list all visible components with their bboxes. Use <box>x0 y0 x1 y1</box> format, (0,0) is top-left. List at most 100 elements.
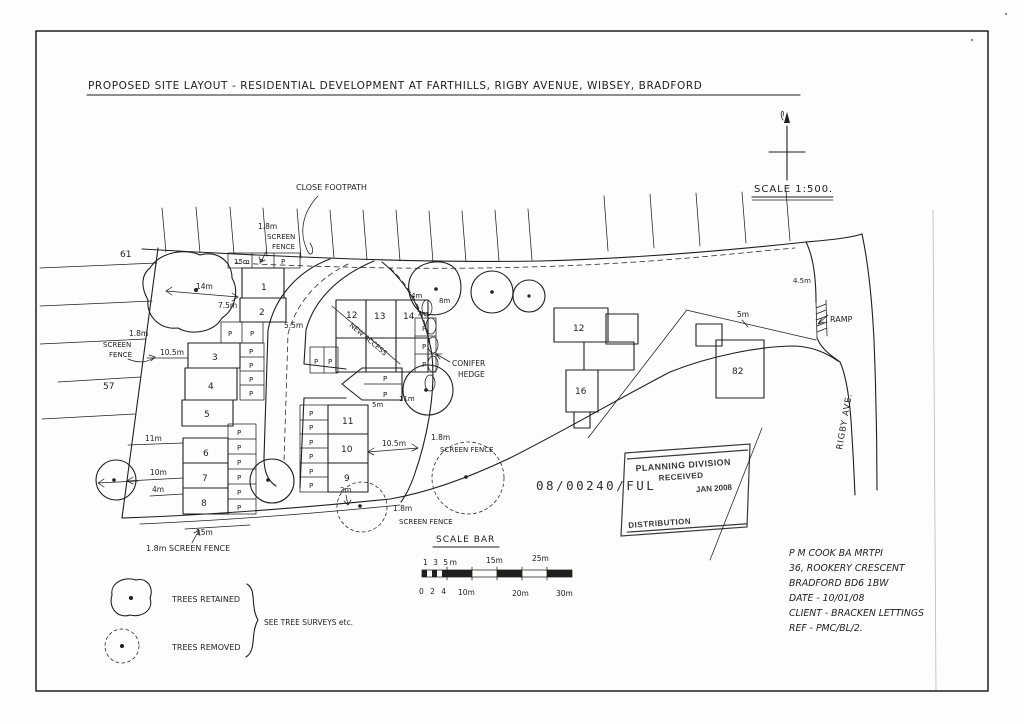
plot-11: 11 <box>342 417 353 427</box>
fence-screen-fence-label: SCREEN FENCE <box>399 518 453 526</box>
plot-9: 9 <box>344 474 350 484</box>
conifer-hedge-label: CONIFER HEDGE <box>435 353 485 379</box>
fence-height-label: 1.8m <box>129 329 148 338</box>
dim-15m: 15m <box>234 258 250 266</box>
fence-fence-label: FENCE <box>109 351 132 359</box>
parking-space-label: P <box>237 459 241 467</box>
dim-5m: 5m <box>372 401 383 409</box>
note-line-3: BRADFORD BD6 1BW <box>789 578 889 589</box>
parking-space-label: P <box>249 376 253 384</box>
top-road: CLOSE FOOTPATH <box>141 183 863 269</box>
fence-height-label: 1.8m <box>258 222 277 231</box>
parking-space-label: P <box>383 375 387 383</box>
scale-bar-bottom-1: 0 2 4 <box>419 587 448 596</box>
dim-10m: 10m <box>150 468 167 477</box>
parking-space-label: P <box>309 482 313 490</box>
dim-4-5m: 4.5m <box>793 277 811 285</box>
parking-space-label: P <box>249 390 253 398</box>
legend-trees-retained: TREES RETAINED <box>171 595 240 604</box>
dim-5-5m: 5.5m <box>284 321 303 330</box>
trees <box>95 251 546 533</box>
left-neighbour-plots: 61 57 <box>39 247 159 519</box>
plot-5: 5 <box>204 410 210 420</box>
parking-space-label: P <box>249 348 253 356</box>
rigby-avenue: RAMP RIGBY AVE. <box>805 233 878 496</box>
legend: TREES RETAINED TREES REMOVED SEE TREE SU… <box>104 578 353 664</box>
neighbour-57: 57 <box>103 382 114 392</box>
drawing-border <box>35 12 1008 692</box>
note-line-1: P M COOK BA MRTPI <box>789 548 883 559</box>
dim-15m: 15m <box>196 528 213 537</box>
dim-10-5m: 10.5m <box>160 348 184 357</box>
parking-space-label: P <box>237 489 241 497</box>
parking-space-label: P <box>259 258 263 266</box>
dim-4m: 4m <box>411 292 422 300</box>
scale-label: SCALE 1:500. <box>754 184 833 195</box>
parking-space-label: P <box>237 444 241 452</box>
scale-bar-bottom-3: 20m <box>512 589 529 598</box>
close-footpath-label: CLOSE FOOTPATH <box>296 183 367 192</box>
fence-height-label: 1.8m <box>431 433 450 442</box>
parking-space-label: P <box>309 468 313 476</box>
parking-space-label: P <box>249 362 253 370</box>
note-line-4: DATE - 10/01/08 <box>789 593 864 604</box>
conifer-label-2: HEDGE <box>458 370 485 379</box>
north-arrow <box>768 110 806 181</box>
plot-3: 3 <box>212 353 218 363</box>
dim-5m: 5m <box>737 310 749 319</box>
stamp-distribution: DISTRIBUTION <box>628 517 691 530</box>
house-82: 82 <box>732 367 743 377</box>
fence-screen-label: SCREEN <box>103 341 131 349</box>
consultant-notes: P M COOK BA MRTPI 36, ROOKERY CRESCENT B… <box>789 548 924 634</box>
fence-screen-fence-label: SCREEN FENCE <box>440 446 494 454</box>
dimensions: 14m 7.5m 10.5m 5.5m 11m 10m 4m 15m 10.5m… <box>126 277 811 537</box>
new-access-label: NEW ACCESS <box>348 321 389 357</box>
scale-bar-title: SCALE BAR <box>436 535 495 545</box>
neighbour-61: 61 <box>120 250 131 260</box>
note-line-2: 36, ROOKERY CRESCENT <box>789 563 906 574</box>
parking-space-label: P <box>422 325 426 333</box>
planning-stamp: PLANNING DIVISION RECEIVED JAN 2008 DIST… <box>536 427 763 561</box>
screen-fence-mid-right: 1.8m SCREEN FENCE <box>431 433 494 454</box>
legend-trees-removed: TREES REMOVED <box>171 643 241 652</box>
parking-space-label: P <box>237 474 241 482</box>
plot-14: 14 <box>403 312 415 322</box>
dim-11m: 11m <box>399 395 415 403</box>
site-boundary <box>121 345 839 525</box>
fence-screen-label: SCREEN <box>267 233 295 241</box>
parking-space-label: P <box>237 429 241 437</box>
note-line-6: REF - PMC/BL/2. <box>789 623 863 634</box>
scale-bar-bottom-4: 30m <box>556 589 573 598</box>
plot-10: 10 <box>341 445 353 455</box>
scale-bar: SCALE BAR 1 3 5m 15m 25m 0 2 4 10m 20m 3… <box>419 535 573 598</box>
plot-1: 1 <box>261 283 267 293</box>
dim-10-5m: 10.5m <box>382 439 406 448</box>
plot-13: 13 <box>374 312 385 322</box>
ramp-label: RAMP <box>830 315 853 324</box>
existing-houses: 12 16 82 5m <box>553 307 817 439</box>
plot-7: 7 <box>202 474 208 484</box>
plot-4: 4 <box>208 382 214 392</box>
dim-2m: 2m <box>340 486 351 494</box>
dim-7-5m: 7.5m <box>218 301 237 310</box>
plot-2: 2 <box>259 308 265 318</box>
parking-space-label: P <box>422 343 426 351</box>
parking-space-label: P <box>309 424 313 432</box>
plot-12: 12 <box>346 311 357 321</box>
stamp-title: PLANNING DIVISION <box>635 457 731 474</box>
conifer-label-1: CONIFER <box>452 359 485 368</box>
parking-space-label: P <box>328 358 332 366</box>
fence-height-label: 1.8m <box>393 504 412 513</box>
fence-full-label: 1.8m SCREEN FENCE <box>146 544 230 553</box>
scale-bar-top-2: 15m <box>486 556 503 565</box>
parking-space-label: P <box>250 330 254 338</box>
parking-space-label: P <box>237 504 241 512</box>
plots: 15m P P 1 2 P P P P P P 3 4 5 6 7 8 P P <box>181 252 437 515</box>
fence-fence-label: FENCE <box>272 243 295 251</box>
note-line-5: CLIENT - BRACKEN LETTINGS <box>789 608 924 619</box>
parking-space-label: P <box>228 330 232 338</box>
dim-7m: 7m <box>417 310 428 318</box>
parking-space-label: P <box>309 439 313 447</box>
stamp-date: JAN 2008 <box>696 483 733 495</box>
